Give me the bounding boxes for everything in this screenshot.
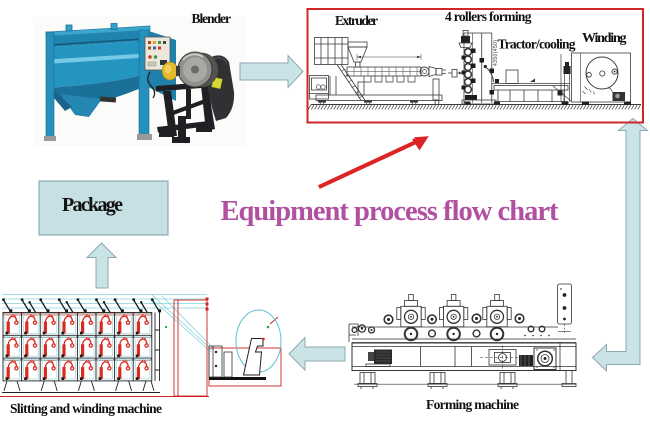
svg-text:4350(450): 4350(450) bbox=[493, 40, 499, 66]
svg-text:Blender: Blender bbox=[192, 11, 232, 26]
svg-text:Tractor/cooling: Tractor/cooling bbox=[498, 37, 576, 52]
svg-text:Package: Package bbox=[62, 194, 123, 216]
svg-text:4 rollers forming: 4 rollers forming bbox=[445, 9, 532, 24]
svg-text:Equipment process flow chart: Equipment process flow chart bbox=[221, 196, 560, 227]
svg-text:Extruder: Extruder bbox=[335, 13, 378, 28]
svg-text:Slitting and winding machine: Slitting and winding machine bbox=[10, 401, 162, 416]
svg-text:Winding: Winding bbox=[582, 31, 627, 46]
svg-text:Forming machine: Forming machine bbox=[426, 397, 519, 412]
